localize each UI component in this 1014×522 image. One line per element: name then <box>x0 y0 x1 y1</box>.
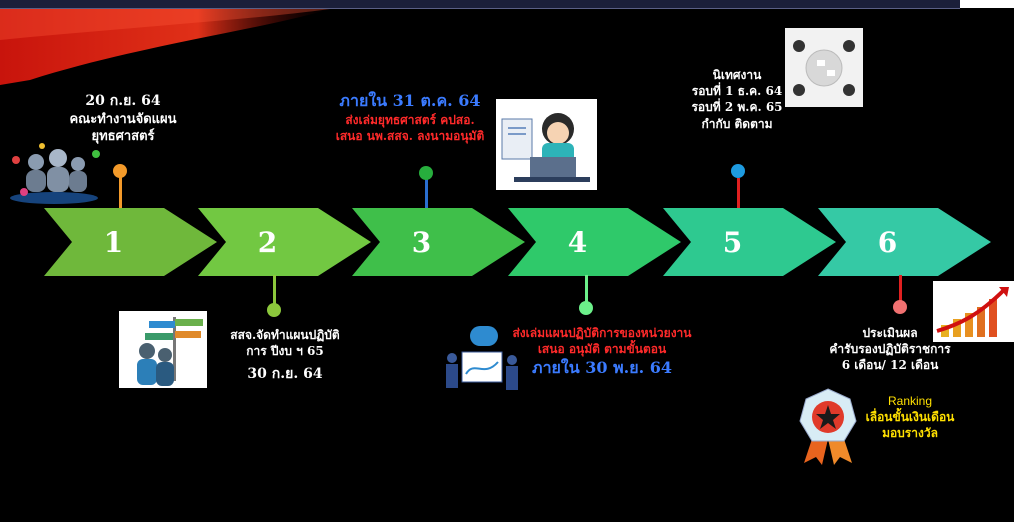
step2-text: สสจ.จัดทำแผนปฏิบัติ การ ปีงบ ฯ 65 30 ก.ย… <box>210 327 360 384</box>
red-swoosh-decoration <box>0 9 330 85</box>
stem-2 <box>273 275 276 307</box>
step3-line2: เสนอ นพ.สสจ. ลงนามอนุมัติ <box>335 128 485 143</box>
step6-text: ประเมินผล คำรับรองปฏิบัติราชการ 6 เดือน/… <box>810 325 970 374</box>
step5-line4: กำกับ ติดตาม <box>701 116 773 131</box>
step-number-6: 6 <box>878 226 897 259</box>
step-number-4: 4 <box>568 226 587 259</box>
step-number-5: 5 <box>723 226 742 259</box>
step6-line5: มอบรางวัล <box>882 426 938 441</box>
step6-line1: ประเมินผล <box>862 326 918 340</box>
chevron-3 <box>352 208 525 276</box>
step4-text: ส่งเล่มแผนปฏิบัติการของหน่วยงาน เสนอ อนุ… <box>502 325 702 379</box>
step1-line1: คณะทำงานจัดแผน <box>69 111 177 127</box>
step1-date: 20 ก.ย. 64 <box>85 93 161 109</box>
step2-line1: สสจ.จัดทำแผนปฏิบัติ <box>230 328 340 342</box>
step3-text: ภายใน 31 ต.ค. 64 ส่งเล่มยุทธศาสตร์ คปสอ.… <box>325 90 495 144</box>
step4-line2: เสนอ อนุมัติ ตามขั้นตอน <box>537 342 667 357</box>
step2-date: 30 ก.ย. 64 <box>247 366 323 383</box>
chevron-4 <box>508 208 681 276</box>
step3-line1: ส่งเล่มยุทธศาสตร์ คปสอ. <box>345 112 475 127</box>
top-bar <box>0 0 960 9</box>
chevron-6 <box>818 208 991 276</box>
dot-3 <box>419 166 433 180</box>
step6-ranking: Ranking <box>887 394 933 408</box>
step4-line1: ส่งเล่มแผนปฏิบัติการของหน่วยงาน <box>512 326 692 340</box>
step4-date: ภายใน 30 พ.ย. 64 <box>532 358 672 378</box>
dot-1 <box>113 164 127 178</box>
meeting-table-image <box>785 28 863 107</box>
chevron-1 <box>44 208 217 276</box>
stem-5 <box>737 178 740 208</box>
step2-line2: การ ปีงบ ฯ 65 <box>246 344 324 359</box>
signpost-people-image <box>119 311 207 388</box>
growth-chart-image <box>933 281 1014 342</box>
step6-line2: คำรับรองปฏิบัติราชการ <box>829 342 951 357</box>
stem-4 <box>585 275 588 305</box>
step5-line2: รอบที่ 1 ธ.ค. 64 <box>691 84 783 99</box>
step5-text: นิเทศงาน รอบที่ 1 ธ.ค. 64 รอบที่ 2 พ.ค. … <box>672 67 802 132</box>
step6-line4: เลื่อนขั้นเงินเดือน <box>865 410 955 425</box>
top-bar-corner <box>960 0 1014 8</box>
step6-line3: 6 เดือน/ 12 เดือน <box>841 358 939 373</box>
team-people-icon <box>10 143 100 204</box>
dot-4 <box>579 301 593 315</box>
step5-line3: รอบที่ 2 พ.ค. 65 <box>691 100 783 115</box>
step-number-3: 3 <box>412 226 431 259</box>
team-meeting-icon <box>446 326 518 390</box>
stem-1 <box>119 176 122 208</box>
step-number-2: 2 <box>258 226 277 259</box>
step6-ranking-text: Ranking เลื่อนขั้นเงินเดือน มอบรางวัล <box>845 393 975 442</box>
step1-text: 20 ก.ย. 64 คณะทำงานจัดแผน ยุทธศาสตร์ <box>48 92 198 146</box>
chevron-5 <box>663 208 836 276</box>
dot-2 <box>267 303 281 317</box>
step1-line2: ยุทธศาสตร์ <box>91 129 155 145</box>
stem-6 <box>899 275 902 303</box>
office-worker-image <box>496 99 597 190</box>
stem-3 <box>425 178 428 208</box>
dot-5 <box>731 164 745 178</box>
chevron-2 <box>198 208 371 276</box>
step3-date: ภายใน 31 ต.ค. 64 <box>339 91 481 110</box>
step5-line1: นิเทศงาน <box>712 68 762 82</box>
step-number-1: 1 <box>104 226 123 259</box>
award-badge-icon <box>799 388 857 465</box>
dot-6 <box>893 300 907 314</box>
